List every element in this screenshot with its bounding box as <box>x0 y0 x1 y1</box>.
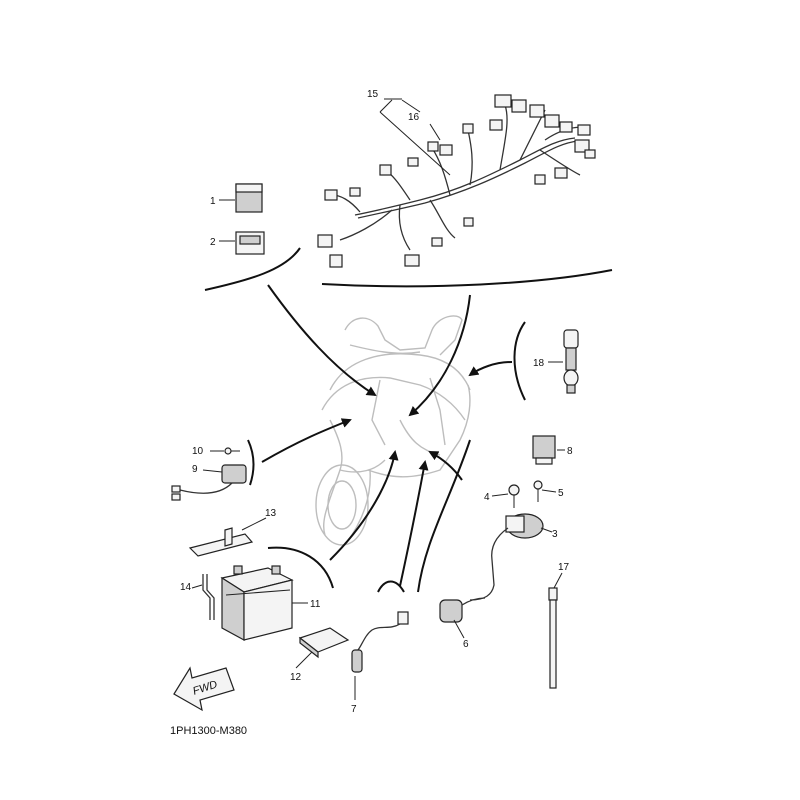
part-relay-1 <box>235 183 263 213</box>
boundary-curves <box>204 247 613 593</box>
callout-15: 15 <box>367 89 379 100</box>
callout-16: 16 <box>408 112 420 123</box>
wire-harness <box>317 94 596 268</box>
scooter-outline <box>315 315 471 546</box>
callout-9: 9 <box>192 464 198 475</box>
callout-2: 2 <box>210 237 216 248</box>
callout-3: 3 <box>552 529 558 540</box>
part-flasher-9 <box>171 464 247 501</box>
part-relay-8 <box>532 435 556 465</box>
callout-1: 1 <box>210 196 216 207</box>
callout-5: 5 <box>558 488 564 499</box>
callout-6: 6 <box>463 639 469 650</box>
pointer-arrows <box>261 284 513 587</box>
leader-lines <box>191 98 565 700</box>
diagram-code: 1PH1300-M380 <box>170 725 247 737</box>
callout-14: 14 <box>180 582 192 593</box>
callout-18: 18 <box>533 358 545 369</box>
part-plug-cap-6 <box>439 597 486 623</box>
part-bolt-4 <box>508 484 520 508</box>
fwd-arrow: FWD <box>173 666 235 712</box>
part-battery-11 <box>220 565 294 642</box>
callout-17: 17 <box>558 562 570 573</box>
callout-11: 11 <box>310 599 321 610</box>
callout-13: 13 <box>265 508 277 519</box>
callout-4: 4 <box>484 492 490 503</box>
part-tube-14 <box>202 574 215 620</box>
part-battery-band-13 <box>188 527 254 557</box>
part-pad-12 <box>298 627 350 659</box>
part-fuse-holder-18 <box>563 329 579 394</box>
callout-labels: 1 2 3 4 5 6 7 8 9 10 11 12 13 14 15 16 1… <box>180 89 573 715</box>
part-cable-tie-17 <box>548 587 558 689</box>
callout-10: 10 <box>192 446 204 457</box>
part-sensor-7 <box>351 611 409 673</box>
callout-7: 7 <box>351 704 357 715</box>
callout-8: 8 <box>567 446 573 457</box>
part-bracket-2 <box>235 231 265 255</box>
part-ignition-coil-3 <box>469 513 544 601</box>
part-screw-10 <box>224 447 240 455</box>
callout-12: 12 <box>290 672 302 683</box>
part-screw-5 <box>533 480 543 502</box>
